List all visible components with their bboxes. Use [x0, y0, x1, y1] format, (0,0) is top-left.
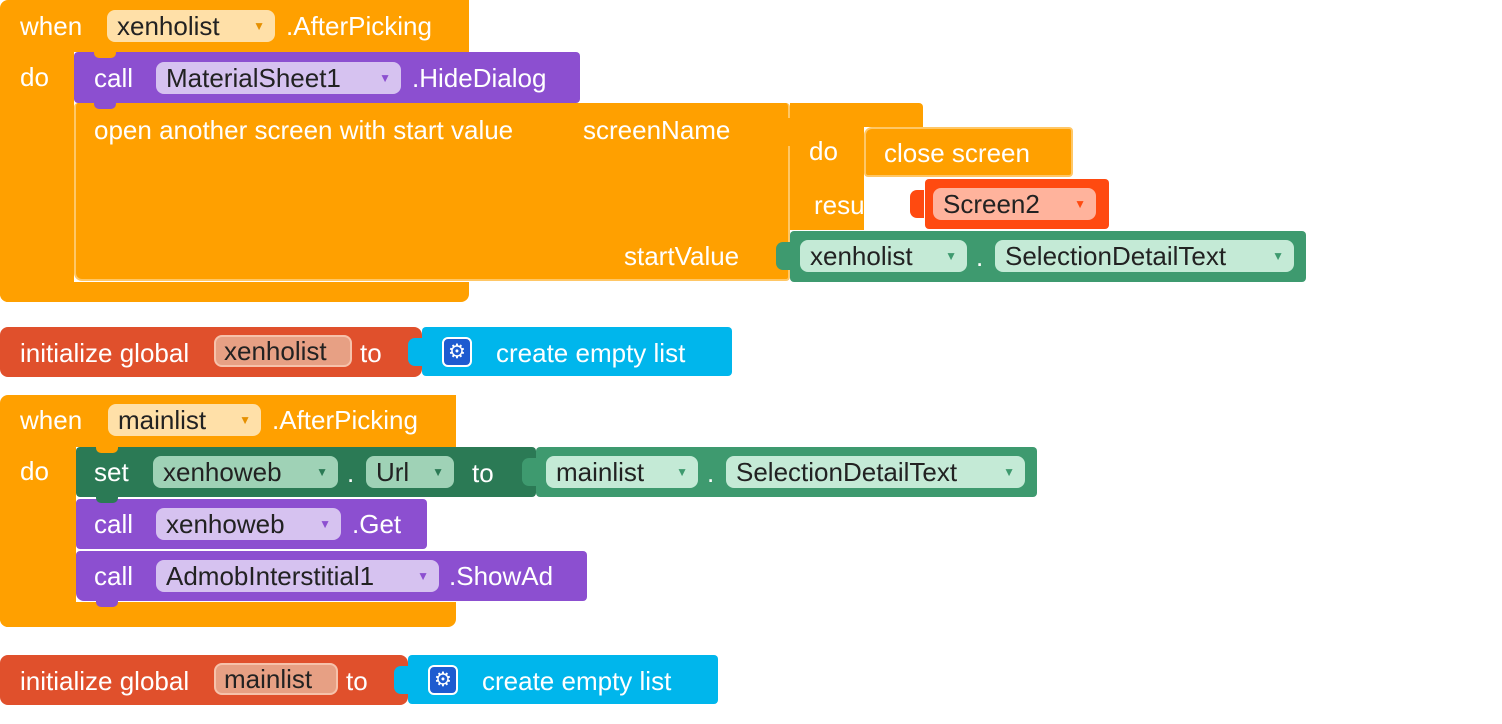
variable-name-field[interactable]: mainlist	[214, 663, 338, 695]
method-name-label: .Get	[352, 509, 402, 539]
dropdown-arrow-icon: ▼	[432, 465, 444, 479]
when-label: when	[20, 405, 83, 435]
set-label: set	[94, 457, 129, 487]
create-empty-list-block[interactable]	[408, 655, 718, 704]
event-left-arm[interactable]	[0, 447, 76, 627]
call-label: call	[94, 509, 134, 539]
close-screen-block[interactable]	[864, 127, 1073, 177]
method-name-label: .HideDialog	[412, 63, 547, 93]
create-empty-list-block[interactable]	[422, 327, 732, 376]
screen-name-input-label: screenName	[583, 115, 731, 145]
component-name: mainlist	[118, 405, 207, 435]
block-notch	[96, 601, 118, 607]
screen-name: Screen2	[943, 189, 1040, 219]
call-label: call	[94, 561, 134, 591]
property-dropdown[interactable]: Url ▼	[366, 456, 454, 488]
socket-tab	[776, 242, 790, 270]
property-name: SelectionDetailText	[1005, 241, 1227, 271]
create-empty-list-label: create empty list	[482, 666, 672, 696]
block-notch	[96, 497, 118, 503]
component-dropdown[interactable]: mainlist ▼	[108, 404, 261, 436]
component-dropdown[interactable]: MaterialSheet1 ▼	[156, 62, 401, 94]
dropdown-arrow-icon: ▼	[676, 465, 688, 479]
component-dropdown[interactable]: xenhoweb ▼	[156, 508, 341, 540]
component-name: xenholist	[810, 241, 913, 271]
do-label: do	[20, 62, 49, 92]
component-name: AdmobInterstitial1	[166, 561, 375, 591]
dropdown-arrow-icon: ▼	[1272, 249, 1284, 263]
component-name: xenhoweb	[163, 457, 282, 487]
to-label: to	[472, 458, 494, 488]
component-name: mainlist	[556, 457, 645, 487]
property-dropdown[interactable]: SelectionDetailText ▼	[995, 240, 1294, 272]
variable-name-field[interactable]: xenholist	[214, 335, 352, 367]
open-screen-label: open another screen with start value	[94, 115, 514, 145]
block-notch	[96, 447, 118, 453]
event-footer-bar[interactable]	[0, 282, 469, 302]
dropdown-arrow-icon: ▼	[239, 413, 251, 427]
gear-icon[interactable]: ⚙	[442, 337, 472, 367]
component-dropdown[interactable]: AdmobInterstitial1 ▼	[156, 560, 439, 592]
to-label: to	[360, 338, 382, 368]
socket-tab	[394, 666, 408, 694]
event-left-arm[interactable]	[0, 52, 74, 302]
dropdown-arrow-icon: ▼	[417, 569, 429, 583]
property-name: SelectionDetailText	[736, 457, 958, 487]
dropdown-arrow-icon: ▼	[316, 465, 328, 479]
event-name-label: .AfterPicking	[272, 405, 418, 435]
do-result-block-top[interactable]	[790, 103, 923, 127]
event-footer-bar[interactable]	[0, 602, 456, 627]
socket-tab	[408, 338, 422, 366]
component-dropdown[interactable]: mainlist ▼	[546, 456, 698, 488]
event-name-label: .AfterPicking	[286, 11, 432, 41]
block-notch	[94, 52, 116, 58]
create-empty-list-label: create empty list	[496, 338, 686, 368]
close-screen-label: close screen	[884, 138, 1030, 168]
block-notch	[94, 103, 116, 109]
start-value-label: startValue	[624, 241, 740, 271]
socket-tab	[776, 118, 790, 146]
socket-tab	[910, 190, 924, 218]
property-name: Url	[376, 457, 410, 487]
dot-label: .	[976, 242, 984, 272]
gear-icon[interactable]: ⚙	[428, 665, 458, 695]
initialize-global-label: initialize global	[20, 338, 190, 368]
call-label: call	[94, 63, 134, 93]
screen-dropdown[interactable]: Screen2 ▼	[933, 188, 1096, 220]
do-result-block-arm[interactable]	[790, 127, 864, 230]
component-dropdown[interactable]: xenholist ▼	[800, 240, 967, 272]
dropdown-arrow-icon: ▼	[319, 517, 331, 531]
property-dropdown[interactable]: SelectionDetailText ▼	[726, 456, 1025, 488]
dot-label: .	[347, 458, 355, 488]
component-name: MaterialSheet1	[166, 63, 341, 93]
dropdown-arrow-icon: ▼	[945, 249, 957, 263]
do-label: do	[809, 136, 838, 166]
initialize-global-label: initialize global	[20, 666, 190, 696]
to-label: to	[346, 666, 368, 696]
socket-tab	[522, 458, 536, 486]
do-label: do	[20, 456, 49, 486]
method-name-label: .ShowAd	[449, 561, 554, 591]
component-dropdown[interactable]: xenholist ▼	[107, 10, 275, 42]
result-label: result	[814, 190, 878, 220]
dot-label: .	[707, 458, 715, 488]
component-name: xenholist	[117, 11, 220, 41]
when-label: when	[20, 11, 83, 41]
initialize-global-block[interactable]	[0, 655, 408, 705]
dropdown-arrow-icon: ▼	[379, 71, 391, 85]
dropdown-arrow-icon: ▼	[253, 19, 265, 33]
open-screen-block[interactable]	[74, 103, 790, 281]
component-name: xenhoweb	[166, 509, 285, 539]
dropdown-arrow-icon: ▼	[1074, 197, 1086, 211]
dropdown-arrow-icon: ▼	[1003, 465, 1015, 479]
component-dropdown[interactable]: xenhoweb ▼	[153, 456, 338, 488]
